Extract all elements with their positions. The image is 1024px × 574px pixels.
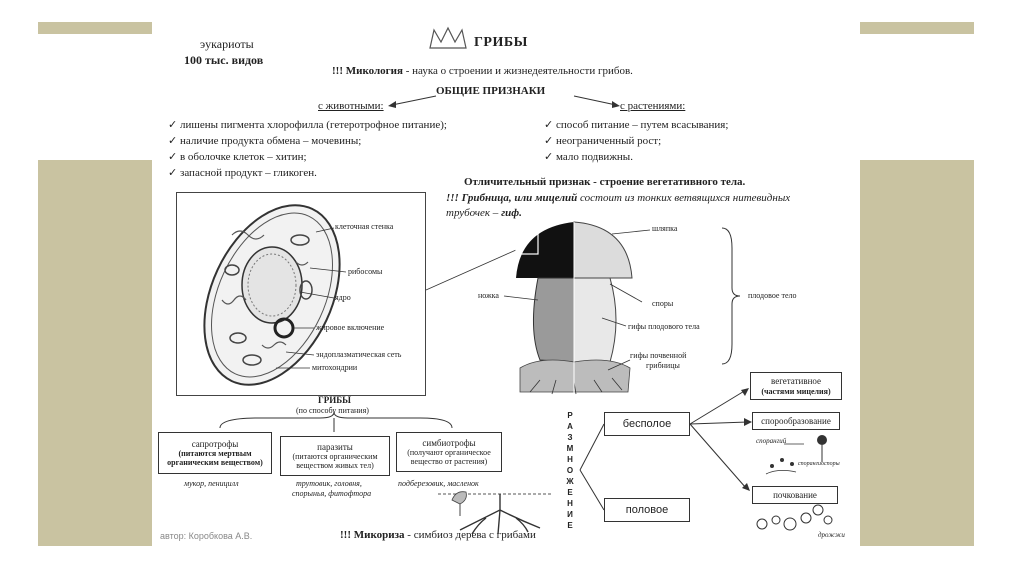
mushroom-label-hyphae-soil-2: грибницы <box>646 361 680 370</box>
cell-label-nucleus: ядро <box>335 293 351 302</box>
saprotrophs-desc-2: органическим веществом) <box>167 458 263 468</box>
yeast-label: дрожжи <box>818 531 845 539</box>
mycology-line: !!! Микология - наука о строении и жизне… <box>332 66 633 77</box>
nutrition-title: ГРИБЫ <box>318 395 352 405</box>
deco-right-panel <box>860 160 974 546</box>
symbiotrophs-examples: подберезовик, масленок <box>398 479 479 488</box>
mushroom-label-cap: шляпка <box>652 224 678 233</box>
plants-item: ✓ способ питание – путем всасывания; <box>544 119 729 131</box>
mycelium-line-2: трубочек – гиф. <box>446 207 522 219</box>
deco-top-left-bar <box>38 22 152 34</box>
saprotrophs-name: сапротрофы <box>191 438 239 449</box>
mushroom-label-hyphae-fruit: гифы плодового тела <box>628 322 700 331</box>
asexual-label: бесполое <box>622 417 672 430</box>
mushroom-label-fruit-body: плодовое тело <box>748 291 797 300</box>
common-features-title: ОБЩИЕ ПРИЗНАКИ <box>436 85 546 97</box>
symbiotrophs-desc-2: вещество от растения) <box>410 457 488 467</box>
vegetative-box: вегетативное (частями мицелия) <box>750 372 842 400</box>
symbiotrophs-name: симбиотрофы <box>422 437 476 448</box>
cell-label-wall: клеточная стенка <box>335 222 394 231</box>
sporulation-box: спорообразование <box>752 412 840 430</box>
asexual-box: бесполое <box>604 412 690 436</box>
sporangiospores-label: спорангиоспоры <box>798 461 840 467</box>
parasites-examples-1: трутовик, головня, <box>296 479 362 488</box>
budding-box: почкование <box>752 486 838 504</box>
sporangium-label: спорангий <box>756 437 787 445</box>
sporulation-label: спорообразование <box>761 415 831 426</box>
deco-left-panel <box>38 160 152 546</box>
reproduction-vertical-label: РАЗМНОЖЕНИЕ <box>566 411 574 530</box>
budding-label: почкование <box>773 489 817 500</box>
animals-item: ✓ запасной продукт – гликоген. <box>168 167 317 179</box>
mycorrhiza-definition: - симбиоз дерева с грибами <box>404 529 536 541</box>
parasites-box: паразиты (питаются органическим вещество… <box>280 436 390 476</box>
mycelium-line-1: !!! Грибница, или мицелий состоит из тон… <box>446 192 791 204</box>
eukaryotes-label: эукариоты <box>200 37 254 51</box>
cell-label-mito: митохондрии <box>312 363 358 372</box>
saprotrophs-box: сапротрофы (питаются мертвым органически… <box>158 432 272 474</box>
plants-heading: с растениями: <box>620 100 686 112</box>
parasites-name: паразиты <box>317 441 353 452</box>
vegetative-label-2: (частями мицелия) <box>761 386 831 396</box>
sexual-box: половое <box>604 498 690 522</box>
mushroom-label-spores: споры <box>652 299 674 308</box>
parasites-examples-2: спорынья, фитофтора <box>292 489 372 498</box>
nutrition-subtitle: (по способу питания) <box>296 406 369 415</box>
animals-item: ✓ лишены пигмента хлорофилла (гетеротроф… <box>168 119 447 131</box>
parasites-desc-2: веществом живых тел) <box>296 461 374 471</box>
mushroom-label-stem: ножка <box>478 291 499 300</box>
sexual-label: половое <box>625 503 669 516</box>
cell-label-fat: жировое включение <box>316 323 385 332</box>
saprotrophs-examples: мукор, пеницилл <box>184 479 239 488</box>
deco-top-right-bar <box>860 22 974 34</box>
cell-label-ribosomes: рибосомы <box>348 267 383 276</box>
vegetative-label-1: вегетативное <box>771 376 821 387</box>
cell-diagram-frame <box>176 192 426 396</box>
distinct-feature-title: Отличительный признак - строение вегетат… <box>464 176 746 188</box>
author-credit: автор: Коробкова А.В. <box>160 531 253 541</box>
mycorrhiza-line: !!! Микориза - симбиоз дерева с грибами <box>340 530 536 541</box>
parasites-desc-1: (питаются органическим <box>292 451 378 461</box>
page-title: ГРИБЫ <box>474 35 528 50</box>
animals-item: ✓ в оболочке клеток – хитин; <box>168 151 307 163</box>
animals-item: ✓ наличие продукта обмена – мочевины; <box>168 135 362 147</box>
symbiotrophs-box: симбиотрофы (получают органическое вещес… <box>396 432 502 472</box>
species-count: 100 тыс. видов <box>184 53 264 67</box>
plants-item: ✓ мало подвижны. <box>544 151 633 163</box>
saprotrophs-desc-1: (питаются мертвым <box>178 448 252 458</box>
animals-heading: с животными: <box>318 100 384 112</box>
mushroom-label-hyphae-soil-1: гифы почвенной <box>630 351 687 360</box>
mycorrhiza-term: !!! Микориза <box>340 529 405 541</box>
plants-item: ✓ неограниченный рост; <box>544 135 662 147</box>
mycology-definition: - наука о строении и жизнедеятельности г… <box>402 65 633 77</box>
mycology-term: !!! Микология <box>332 65 403 77</box>
symbiotrophs-desc-1: (получают органическое <box>407 447 491 457</box>
cell-label-er: эндоплазматическая сеть <box>316 350 402 359</box>
